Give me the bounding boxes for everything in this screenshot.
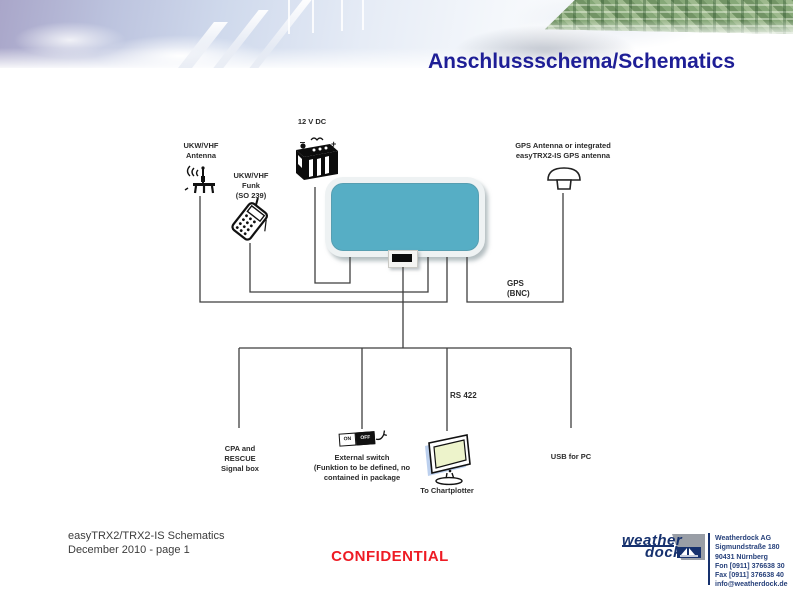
vhf-antenna-label: UKW/VHF Antenna — [183, 141, 219, 160]
document-date-page: December 2010 - page 1 — [68, 544, 190, 556]
document-info: easyTRX2/TRX2-IS Schematics December 201… — [68, 529, 225, 557]
external-switch-label: External switch (Funktion to be defined,… — [313, 453, 411, 482]
banner-sky-image — [0, 0, 793, 68]
svg-text:+: + — [331, 139, 336, 149]
banner-line — [362, 0, 364, 30]
company-address: Weatherdock AG Sigmundstraße 180 90431 N… — [715, 535, 788, 589]
banner-line — [341, 0, 343, 31]
page-title: Anschlussschema/Schematics — [428, 50, 735, 73]
svg-text:‒: ‒ — [299, 137, 305, 147]
vhf-antenna-icon — [180, 162, 224, 201]
on-off-switch-icon: ON OFF — [336, 426, 389, 452]
power-label: 12 V DC — [297, 117, 327, 126]
confidential-stamp: CONFIDENTIAL — [331, 548, 449, 565]
battery-icon: ‒ + — [289, 134, 341, 189]
document-title: easyTRX2/TRX2-IS Schematics — [68, 530, 225, 542]
connector-plug — [392, 254, 412, 262]
gps-antenna-icon — [544, 164, 584, 199]
rs422-label: RS 422 — [450, 391, 477, 400]
easytrx2-device-box — [325, 177, 485, 257]
cpa-rescue-label: CPA and RESCUE Signal box — [221, 444, 259, 473]
logo-word-dock: dock — [645, 544, 683, 561]
vhf-funk-label: UKW/VHF Funk (SO 239) — [233, 171, 269, 200]
logo-word-weather: weather — [622, 532, 683, 549]
usb-label: USB for PC — [550, 452, 592, 461]
circuit-board-image — [545, 0, 793, 34]
banner-line — [312, 0, 314, 33]
chartplotter-monitor-icon — [421, 430, 475, 491]
gps-antenna-label: GPS Antenna or integrated easyTRX2-IS GP… — [515, 141, 611, 160]
sailboat-icon — [677, 547, 701, 558]
logo-underline — [622, 545, 674, 547]
weatherdock-logo: weather dock Weatherdock AG Sigmundstraß… — [618, 531, 793, 589]
chartplotter-label: To Chartplotter — [420, 486, 474, 495]
gps-bnc-label: GPS (BNC) — [507, 279, 530, 298]
logo-divider — [708, 533, 710, 585]
device-connector — [388, 250, 418, 268]
handheld-radio-icon — [224, 196, 276, 251]
banner-line — [288, 0, 290, 34]
